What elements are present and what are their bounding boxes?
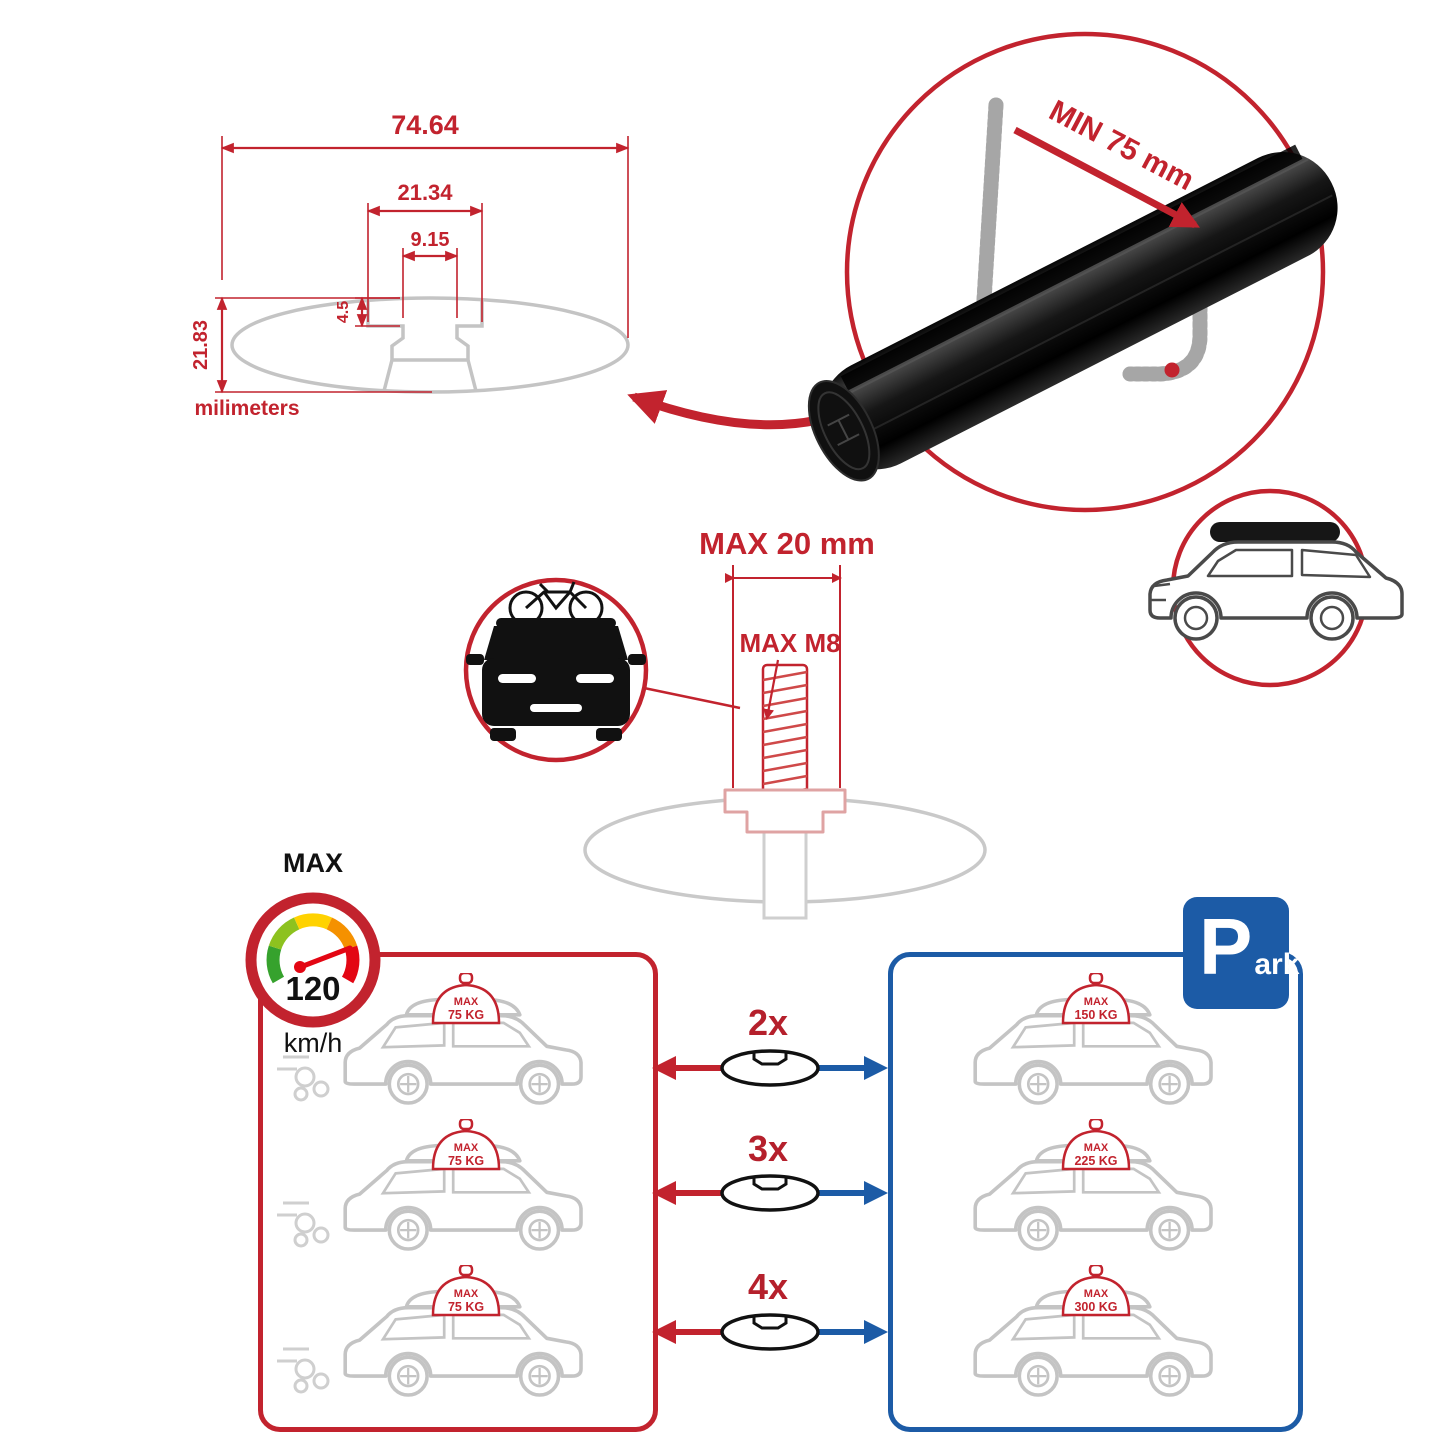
thread-leader-line [763,659,780,721]
max-length-label: MAX 20 mm [699,526,875,561]
load-tag: MAX 225 KG [1061,1119,1131,1171]
driving-panel: MAX 75 KG MAX 75 KG [258,952,658,1432]
max-thread-label: MAX M8 [739,628,840,658]
left-arrowhead [652,1056,676,1080]
dim-channel-inner-label: 9.15 [411,229,450,251]
load-tag-title: MAX [1084,1288,1109,1300]
load-tag-title: MAX [454,996,479,1008]
driving-car-row-3: MAX 75 KG [277,1265,583,1397]
min-clearance-label: MIN 75 mm [1044,94,1200,197]
multiplier-label-2x: 2x [747,1002,789,1043]
dimension-lines [215,136,630,394]
dim-channel-outer-label: 21.34 [397,180,453,205]
multiplier-arrow-4x [652,1313,888,1351]
t-slot-adapter [723,788,847,834]
crossbar-3d-detail: MIN 75 mm [807,31,1404,688]
clamp-indicator-dot [1164,362,1180,378]
gauge-needle [295,945,353,971]
speed-limit-gauge: MAX 120 km/h [245,848,381,1058]
speed-unit: km/h [284,1028,343,1058]
dim-channel-depth-label: 4.5 [335,301,352,323]
load-tag-title: MAX [1084,1142,1109,1154]
multiplier-label-3x: 3x [747,1128,789,1169]
dim-total-width-label: 74.64 [391,110,459,140]
bolt-lower-shaft [762,830,808,920]
u-clamp [976,97,1208,382]
max-length-annotation [725,565,842,788]
load-tag-value: 75 KG [448,1008,484,1022]
car-front-with-bike [466,581,646,741]
crossbar-section-icon [720,1174,820,1212]
parked-car-row-2: MAX 225 KG [973,1119,1213,1251]
crossbar-section-icon [720,1049,820,1087]
load-tag-value: 75 KG [448,1300,484,1314]
right-arrowhead [864,1181,888,1205]
crossbar-section-icon [720,1313,820,1351]
parking-panel: MAX 150 KG MAX 225 KG MAX 300 KG [888,952,1303,1432]
load-tag-value: 75 KG [448,1154,484,1168]
parked-car-row-1: MAX 150 KG [973,973,1213,1105]
right-arrowhead [864,1056,888,1080]
load-tag-value: 150 KG [1074,1008,1117,1022]
left-arrowhead [652,1181,676,1205]
driving-car-row-2: MAX 75 KG [277,1119,583,1251]
gauge-needle-pivot [294,961,306,973]
parking-sign-ark: ark [1254,948,1300,981]
multiplier-arrow-3x [652,1174,888,1212]
multiplier-arrow-2x [652,1049,888,1087]
speed-value: 120 [285,970,340,1007]
load-tag: MAX 300 KG [1061,1265,1131,1317]
load-tag: MAX 75 KG [431,1265,501,1317]
car-front-silhouette [466,618,646,741]
detail-circle [844,31,1326,513]
load-tag: MAX 75 KG [431,1119,501,1171]
bike-circle-connector [643,686,741,710]
crossbar-bar [807,144,1338,482]
exhaust-puffs [277,1347,330,1394]
load-tag: MAX 75 KG [431,973,501,1025]
load-tag-title: MAX [1084,996,1109,1008]
left-arrowhead [652,1320,676,1344]
suv-with-roof-box [1148,522,1404,641]
multiplier-label-4x: 4x [747,1266,789,1307]
driving-car-row-1: MAX 75 KG [277,973,583,1105]
cross-section-dimension-diagram: 74.64 21.34 9.15 4.5 21.83 milimeters [190,110,630,420]
gauge-arc [266,913,360,984]
exhaust-puffs [277,1201,330,1248]
parking-sign-p: P [1199,902,1253,991]
crossbar-cross-section [230,296,630,394]
load-tag-value: 225 KG [1074,1154,1117,1168]
load-tag-value: 300 KG [1074,1300,1117,1314]
load-tag-title: MAX [454,1142,479,1154]
dim-total-height-label: 21.83 [190,320,212,370]
roof-box [1210,522,1340,542]
right-arrowhead [864,1320,888,1344]
load-tag: MAX 150 KG [1061,973,1131,1025]
parking-sign: P ark [1183,897,1299,1009]
threaded-stud [761,663,809,800]
exhaust-puffs [277,1055,330,1102]
speed-max-label: MAX [283,848,343,878]
bolt-detail-diagram: MAX 20 mm MAX M8 [463,526,987,920]
load-tag-title: MAX [454,1288,479,1300]
dim-unit-label: milimeters [194,397,299,420]
parked-car-row-3: MAX 300 KG [973,1265,1213,1397]
